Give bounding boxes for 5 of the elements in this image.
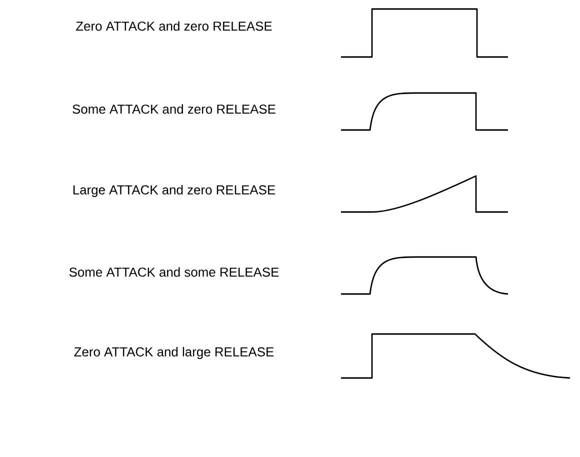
waveform-label: Some ATTACK and some RELEASE [69, 267, 279, 277]
waveform-label: Zero ATTACK and large RELEASE [74, 346, 274, 360]
waveform-label: Large ATTACK and zero RELEASE [73, 184, 276, 198]
waveform-label: Some ATTACK and zero RELEASE [72, 104, 276, 114]
waveform-label: Zero ATTACK and zero RELEASE [76, 21, 272, 31]
